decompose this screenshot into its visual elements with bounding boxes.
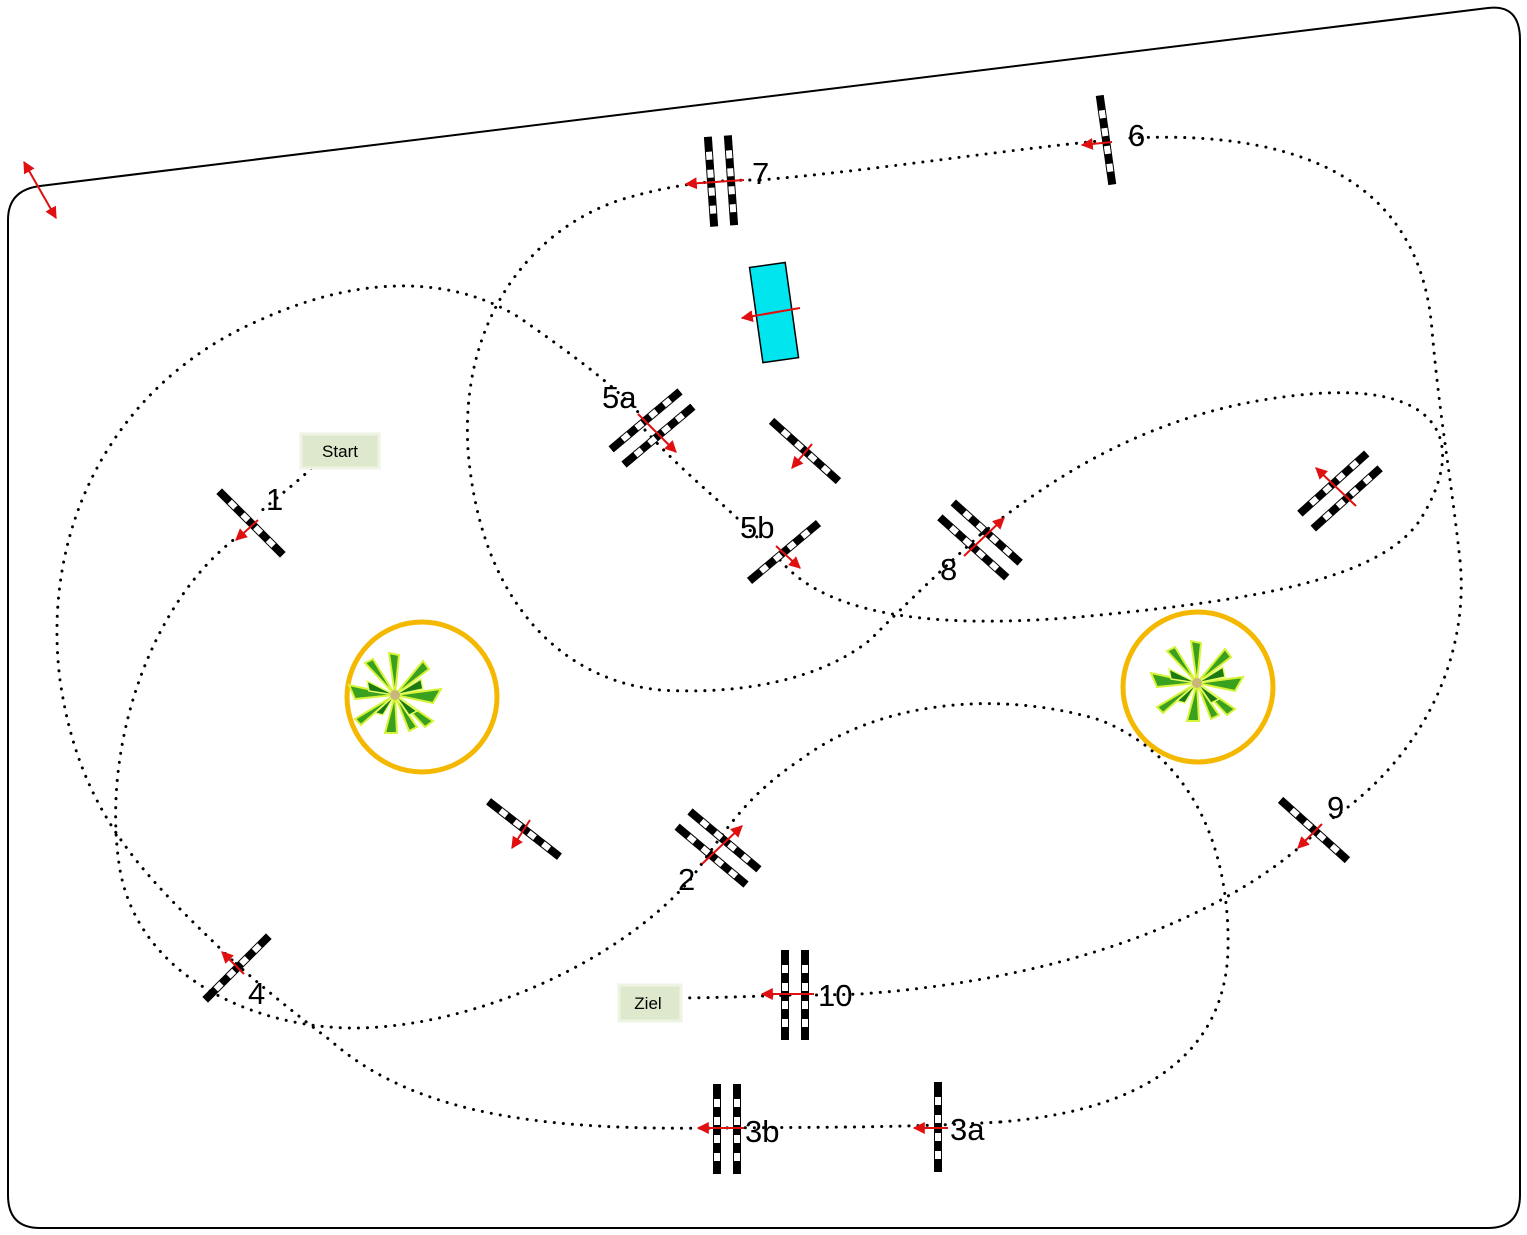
jump-5a: 5a (602, 380, 695, 468)
jump-3b: 3b (696, 1084, 779, 1174)
practice-jump-upper (769, 418, 841, 484)
practice-oxer-right (1297, 450, 1383, 531)
jump-5b: 5b (740, 510, 821, 584)
jump-label: 10 (818, 978, 852, 1013)
jump-label: 4 (248, 976, 265, 1011)
jump-7: 7 (684, 135, 769, 227)
jump-label: 3a (950, 1112, 985, 1147)
jump-4: 4 (202, 933, 271, 1011)
finish-tag: Ziel (617, 983, 683, 1023)
jump-label: 3b (745, 1114, 779, 1149)
jump-8: 8 (937, 499, 1023, 587)
jump-2: 2 (675, 808, 762, 897)
start-tag: Start (299, 432, 381, 470)
water-jump (740, 261, 801, 364)
jump-label: 2 (678, 862, 695, 897)
jump-3a: 3a (912, 1082, 985, 1172)
finish-label: Ziel (634, 994, 661, 1013)
jump-9: 9 (1278, 790, 1350, 863)
jump-label: 8 (940, 552, 957, 587)
jump-1: 1 (216, 482, 285, 558)
plant-icon (348, 652, 442, 734)
practice-jump-lower (486, 798, 562, 860)
plant-obstacle-left (344, 619, 500, 775)
jump-label: 5a (602, 380, 637, 415)
plant-obstacle-right (1120, 609, 1276, 765)
arena-outline (7, 6, 1521, 1229)
plant-icon (1150, 640, 1244, 722)
jump-label: 7 (752, 156, 769, 191)
jump-label: 9 (1327, 790, 1344, 825)
jump-label: 1 (266, 482, 283, 517)
jump-label: 6 (1128, 118, 1145, 153)
start-label: Start (322, 442, 358, 461)
jump-label: 5b (740, 510, 774, 545)
direction-arrow-icon (23, 160, 57, 220)
jump-6: 6 (1080, 95, 1145, 185)
jump-10: 10 (760, 950, 852, 1040)
